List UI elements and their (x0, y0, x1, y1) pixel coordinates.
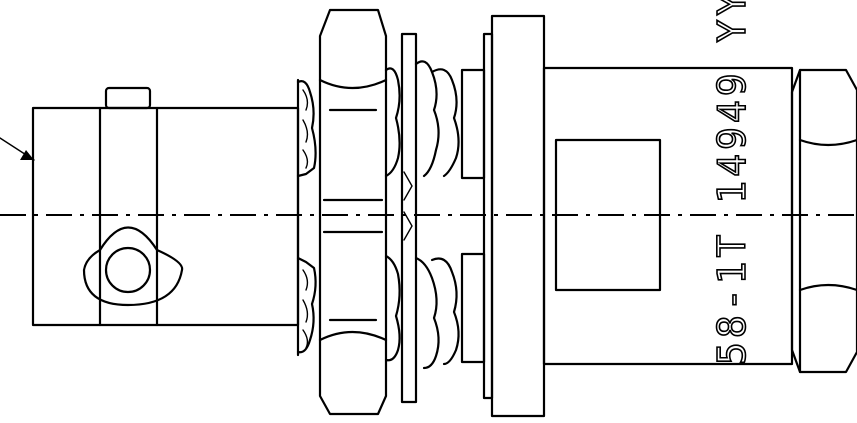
lock-washer (400, 32, 418, 404)
part-marking-text: 58-1T 14949 YY (710, 0, 754, 365)
left-barrel (31, 86, 300, 327)
hex-nut (318, 8, 388, 416)
rear-hex (790, 68, 857, 374)
left-thread (296, 78, 317, 357)
leader-arrow (0, 137, 35, 161)
middle-thread (384, 67, 401, 362)
